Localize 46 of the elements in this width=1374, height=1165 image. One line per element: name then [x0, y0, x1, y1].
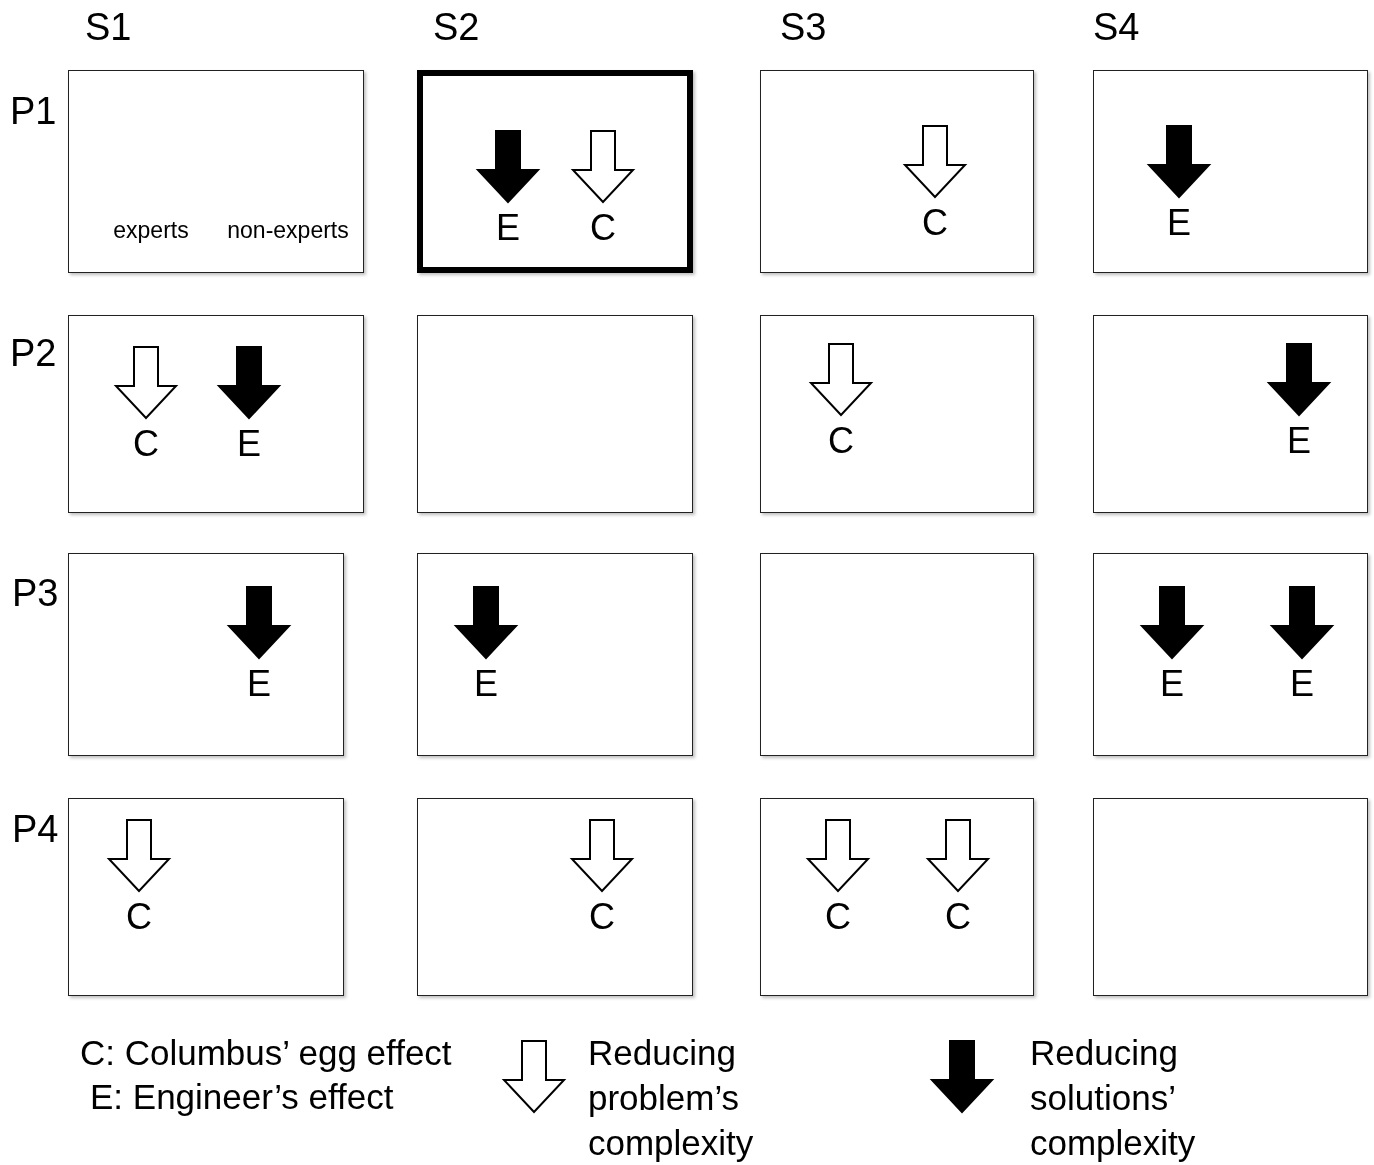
- effect-letter: C: [828, 423, 854, 459]
- matrix-cell-box: [417, 70, 693, 273]
- matrix-cell-box: [1093, 798, 1368, 996]
- effect-letter: E: [247, 666, 271, 702]
- matrix-cell-box: [760, 70, 1034, 273]
- matrix-cell-box: [760, 315, 1034, 513]
- matrix-cell-box: [417, 553, 693, 756]
- key-text: C: Columbus’ egg effect: [80, 1032, 452, 1074]
- effect-letter: C: [922, 205, 948, 241]
- effect-letter: C: [133, 426, 159, 462]
- column-header: S1: [85, 8, 132, 46]
- column-header: S3: [780, 8, 827, 46]
- matrix-cell-box: [1093, 553, 1368, 756]
- column-header: S2: [433, 8, 480, 46]
- effect-letter: E: [1290, 666, 1314, 702]
- effect-letter: C: [825, 899, 851, 935]
- effect-letter: E: [1167, 205, 1191, 241]
- row-header: P2: [10, 334, 57, 372]
- matrix-cell-box: [417, 798, 693, 996]
- effect-letter: E: [237, 426, 261, 462]
- effect-letter: E: [474, 666, 498, 702]
- row-header: P1: [10, 92, 57, 130]
- effect-letter: E: [1287, 423, 1311, 459]
- matrix-cell-box: [68, 315, 364, 513]
- effect-letter: C: [589, 899, 615, 935]
- matrix-cell-box: [1093, 70, 1368, 273]
- matrix-cell-box: [68, 553, 344, 756]
- effect-letter: C: [945, 899, 971, 935]
- legend-text: Reducing problem’s complexity: [588, 1032, 755, 1164]
- matrix-cell-box: [1093, 315, 1368, 513]
- column-header: S4: [1093, 8, 1140, 46]
- effect-letter: E: [496, 210, 520, 246]
- effect-letter: E: [1160, 666, 1184, 702]
- effect-letter: C: [590, 210, 616, 246]
- legend-text: Reducing solutions’ complexity: [1030, 1032, 1197, 1164]
- matrix-cell-box: [68, 798, 344, 996]
- row-header: P4: [12, 810, 59, 848]
- group-label: non-experts: [227, 219, 349, 242]
- row-header: P3: [12, 574, 59, 612]
- effect-letter: C: [126, 899, 152, 935]
- matrix-cell-box: [68, 70, 364, 273]
- matrix-cell-box: [760, 798, 1034, 996]
- matrix-cell-box: [760, 553, 1034, 756]
- matrix-cell-box: [417, 315, 693, 513]
- group-label: experts: [113, 219, 189, 242]
- key-text: E: Engineer’s effect: [90, 1076, 394, 1118]
